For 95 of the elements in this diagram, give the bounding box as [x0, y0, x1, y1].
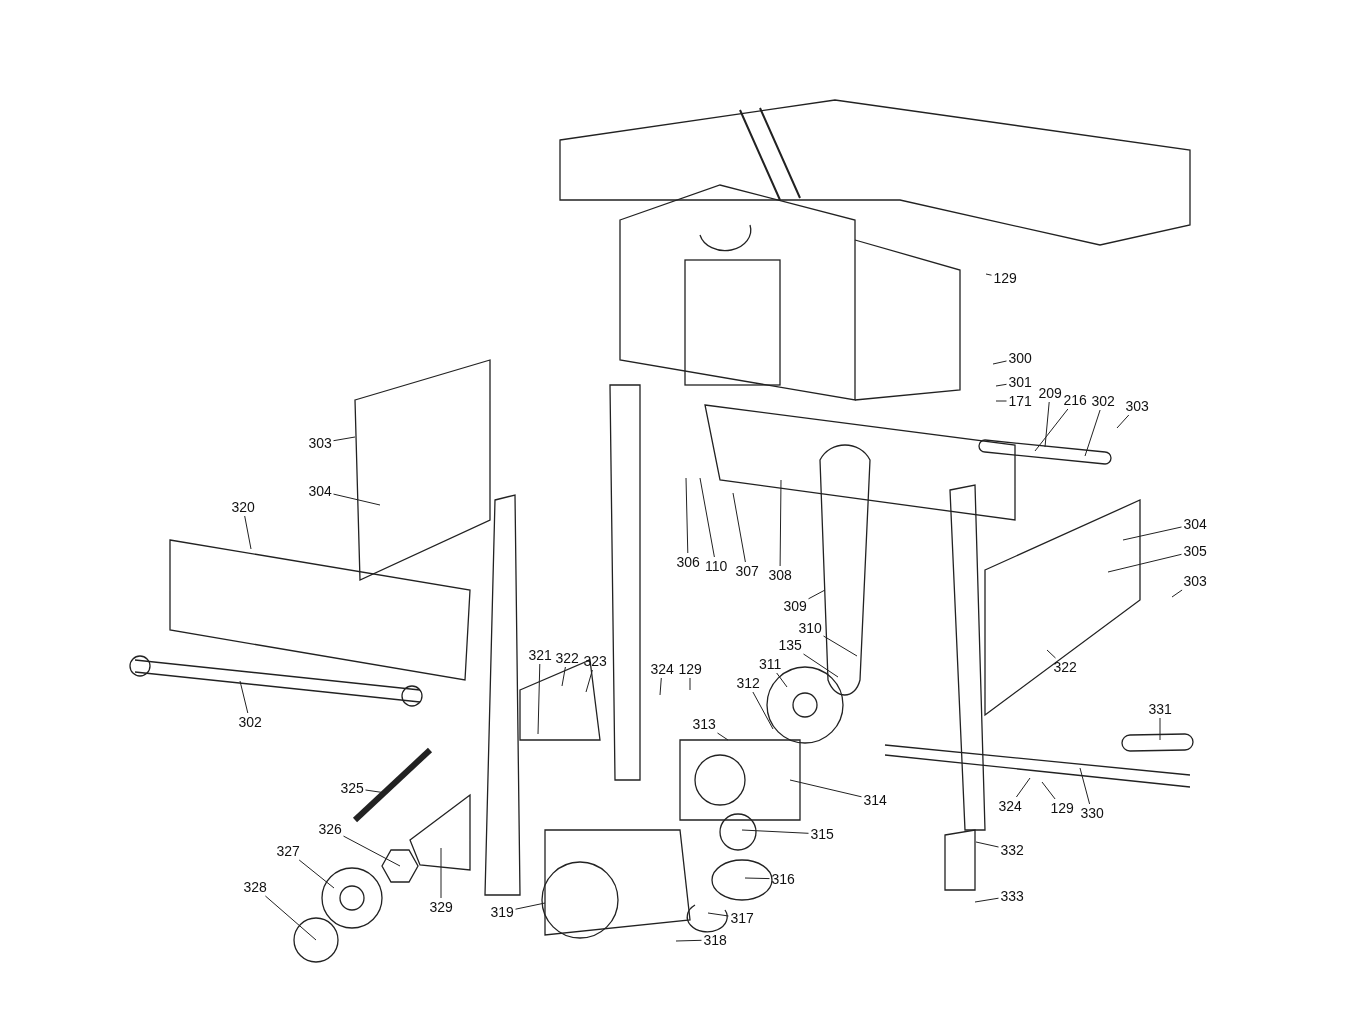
leader-line — [789, 779, 862, 798]
leader-line — [1084, 409, 1101, 457]
callout-number: 304 — [307, 483, 333, 499]
leader-line — [1079, 767, 1091, 805]
leader-line — [975, 841, 999, 848]
callout-number: 216 — [1062, 392, 1088, 408]
leader-line — [585, 669, 593, 693]
leader-line — [1122, 526, 1182, 541]
callout-number: 330 — [1079, 805, 1105, 821]
callout-number: 303 — [307, 435, 333, 451]
callout-number: 322 — [554, 650, 580, 666]
callout-number: 306 — [675, 554, 701, 570]
callout-number: 317 — [729, 910, 755, 926]
leader-line — [239, 680, 249, 714]
callout-number: 324 — [649, 661, 675, 677]
callout-number: 110 — [704, 558, 729, 574]
callout-number: 308 — [767, 567, 793, 583]
leader-line — [779, 479, 782, 567]
callout-number: 323 — [582, 653, 608, 669]
leader-line — [561, 666, 566, 687]
callout-number: 300 — [1007, 350, 1033, 366]
callout-number: 321 — [527, 647, 553, 663]
callout-number: 311 — [758, 656, 783, 672]
callout-number: 325 — [339, 780, 365, 796]
leader-line — [974, 897, 999, 903]
callout-number: 329 — [428, 899, 454, 915]
callout-number: 332 — [999, 842, 1025, 858]
callout-number: 304 — [1182, 516, 1208, 532]
leader-line — [685, 477, 689, 554]
leader-line — [1159, 717, 1161, 741]
callout-number: 209 — [1037, 385, 1063, 401]
callout-number: 302 — [237, 714, 263, 730]
leader-line — [732, 492, 746, 563]
leader-line — [440, 847, 442, 899]
callout-number: 312 — [735, 675, 761, 691]
leader-line — [752, 691, 774, 730]
callout-number: 319 — [489, 904, 515, 920]
callout-number: 333 — [999, 888, 1025, 904]
leader-line — [803, 653, 839, 678]
leader-line — [1107, 553, 1182, 573]
leader-line — [1034, 408, 1069, 452]
leader-line — [1015, 777, 1031, 798]
callout-number: 322 — [1052, 659, 1078, 675]
callout-number: 326 — [317, 821, 343, 837]
callout-number: 313 — [691, 716, 717, 732]
leader-line — [707, 912, 729, 917]
callout-number: 324 — [997, 798, 1023, 814]
leader-line — [776, 672, 788, 688]
callout-number: 129 — [1049, 800, 1075, 816]
callout-number: 314 — [862, 792, 888, 808]
leader-line — [537, 663, 541, 735]
callout-number: 318 — [702, 932, 728, 948]
callout-number: 328 — [242, 879, 268, 895]
leader-line — [1046, 649, 1056, 659]
callout-number: 303 — [1124, 398, 1150, 414]
leader-line — [992, 360, 1007, 365]
leader-line — [244, 515, 252, 550]
leader-line — [744, 877, 770, 880]
leader-line — [1041, 781, 1056, 800]
callout-number: 307 — [734, 563, 760, 579]
leader-line — [808, 589, 826, 600]
callout-number: 301 — [1007, 374, 1033, 390]
leader-line — [264, 895, 317, 941]
callout-number: 331 — [1147, 701, 1173, 717]
callout-number: 129 — [992, 270, 1018, 286]
callout-number: 135 — [777, 637, 803, 653]
leader-line — [1116, 414, 1130, 429]
leader-line — [343, 835, 401, 867]
leader-line — [995, 383, 1007, 387]
leader-line — [699, 477, 715, 558]
leader-line — [823, 635, 858, 657]
leader-line — [741, 829, 809, 834]
leader-line — [298, 859, 335, 889]
callout-number: 320 — [230, 499, 256, 515]
leader-line — [717, 732, 729, 741]
callout-number: 315 — [809, 826, 835, 842]
callout-number: 303 — [1182, 573, 1208, 589]
leader-line — [515, 902, 546, 910]
leader-line — [659, 677, 662, 696]
callout-number: 302 — [1090, 393, 1116, 409]
leader-line — [689, 677, 691, 691]
leader-line — [333, 493, 381, 506]
callout-number: 305 — [1182, 543, 1208, 559]
callout-number: 327 — [275, 843, 301, 859]
callout-number: 316 — [770, 871, 796, 887]
leader-line — [1044, 401, 1050, 448]
leader-line — [675, 939, 702, 942]
leader-line — [995, 400, 1007, 402]
callout-number: 310 — [797, 620, 823, 636]
leader-line — [985, 273, 992, 276]
leader-line — [1171, 589, 1183, 598]
leader-line — [333, 436, 356, 442]
callout-number: 309 — [782, 598, 808, 614]
callout-number: 129 — [677, 661, 703, 677]
callout-number: 171 — [1007, 393, 1033, 409]
